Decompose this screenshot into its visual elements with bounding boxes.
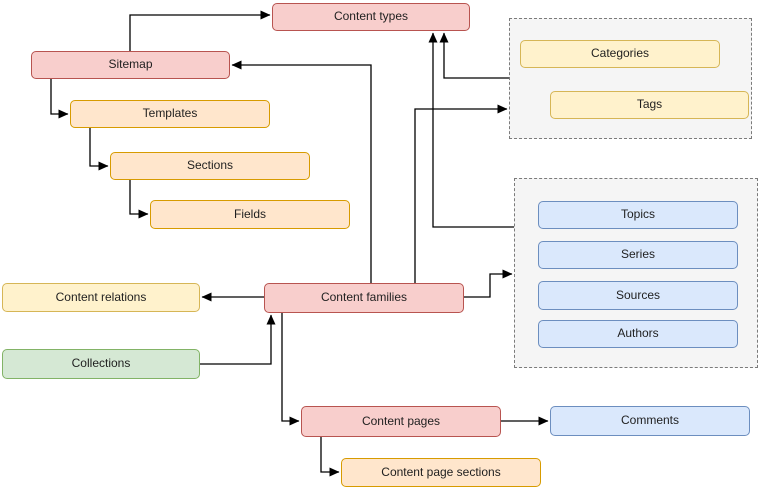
node-topics[interactable]: Topics [538,201,738,229]
node-label: Content relations [55,289,147,304]
node-comments[interactable]: Comments [550,406,750,436]
node-content-types[interactable]: Content types [272,3,470,31]
node-content-families[interactable]: Content families [264,283,464,313]
node-templates[interactable]: Templates [70,100,270,128]
node-label: Content page sections [381,464,501,479]
node-label: Collections [71,356,131,371]
node-label: Templates [142,106,198,121]
edges-group [50,10,549,477]
node-label: Sitemap [108,57,153,72]
node-label: Content families [320,290,408,305]
node-label: Topics [620,207,655,222]
node-sitemap[interactable]: Sitemap [31,51,230,79]
edge-content-families-to-content-pages [281,313,300,426]
edge-content-pages-to-content-page-sections [320,437,340,477]
node-collections[interactable]: Collections [2,349,200,379]
node-categories[interactable]: Categories [520,40,720,68]
node-content-page-sections[interactable]: Content page sections [341,458,541,487]
edge-collections-to-content-families [200,314,276,365]
node-content-pages[interactable]: Content pages [301,406,501,437]
node-tags[interactable]: Tags [550,91,749,119]
node-label: Authors [617,326,659,341]
node-label: Comments [620,413,679,428]
node-label: Categories [590,46,650,61]
node-label: Tags [636,97,663,112]
edge-content-families-to-taxonomy-group-1 [414,104,508,283]
group-taxonomy-group-1[interactable] [509,18,752,139]
node-sections[interactable]: Sections [110,152,310,180]
node-label: Fields [233,206,266,221]
node-label: Content pages [361,413,441,428]
node-fields[interactable]: Fields [150,200,350,229]
edge-content-families-to-taxonomy-group-2 [464,269,513,298]
node-label: Sections [186,158,234,173]
edge-sitemap-to-content-types [129,10,271,51]
edge-taxonomy-group-2-to-content-types [428,32,514,228]
edge-templates-to-sections [89,128,109,171]
node-label: Series [620,247,655,262]
edge-taxonomy-group-1-to-content-types [439,32,509,79]
node-series[interactable]: Series [538,241,738,269]
node-authors[interactable]: Authors [538,320,738,348]
edge-sections-to-fields [129,180,149,219]
node-label: Content types [333,9,409,24]
edge-sitemap-to-templates [50,79,69,119]
node-content-relations[interactable]: Content relations [2,283,200,312]
node-label: Sources [615,287,661,302]
node-sources[interactable]: Sources [538,281,738,310]
